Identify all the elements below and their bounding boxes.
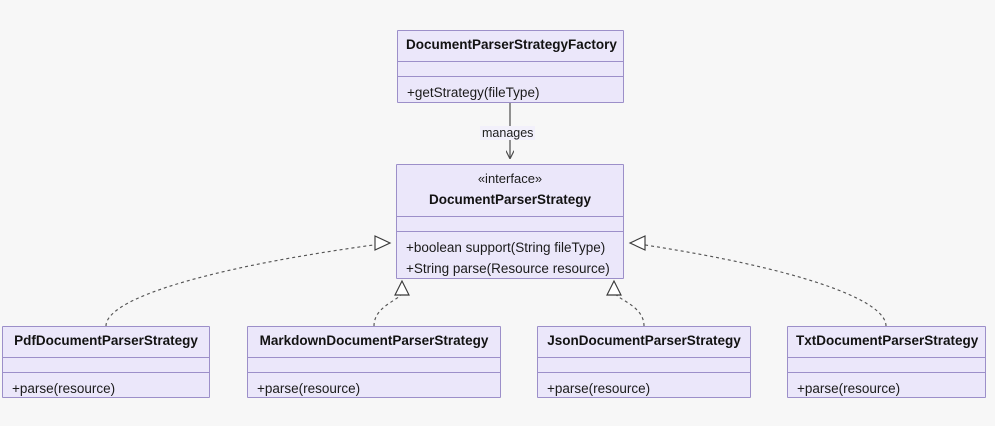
class-attributes-pdf: [3, 358, 209, 373]
operation-get-strategy: +getStrategy(fileType): [407, 84, 540, 100]
class-operations-markdown: +parse(resource): [248, 373, 500, 407]
edge-txt-implements: [628, 235, 887, 327]
operation-parse-markdown: +parse(resource): [257, 380, 361, 396]
class-attributes-txt: [788, 358, 985, 373]
class-name-markdown: MarkdownDocumentParserStrategy: [248, 327, 500, 358]
class-operations-json: +parse(resource): [538, 373, 750, 407]
class-attributes-markdown: [248, 358, 500, 373]
class-node-document-parser-strategy-factory[interactable]: DocumentParserStrategyFactory +getStrate…: [397, 30, 624, 103]
class-attributes-json: [538, 358, 750, 373]
edge-pdf-implements: [105, 235, 392, 327]
class-node-json-document-parser-strategy[interactable]: JsonDocumentParserStrategy +parse(resour…: [537, 326, 751, 398]
class-node-pdf-document-parser-strategy[interactable]: PdfDocumentParserStrategy +parse(resourc…: [2, 326, 210, 398]
operation-parse-pdf: +parse(resource): [12, 380, 116, 396]
class-attributes-interface: [397, 217, 623, 233]
class-attributes-factory: [398, 62, 623, 77]
operation-parse-json: +parse(resource): [547, 380, 651, 396]
class-name-interface: «interface» DocumentParserStrategy: [397, 165, 623, 218]
class-stereotype-interface: «interface»: [477, 171, 543, 186]
operation-support: +boolean support(String fileType): [406, 240, 606, 256]
edge-json-implements: [606, 279, 645, 327]
class-operations-factory: +getStrategy(fileType): [398, 77, 623, 111]
class-node-txt-document-parser-strategy[interactable]: TxtDocumentParserStrategy +parse(resourc…: [787, 326, 986, 398]
class-operations-txt: +parse(resource): [788, 373, 985, 407]
class-operations-interface: +boolean support(String fileType) +Strin…: [397, 232, 623, 286]
operation-parse-txt: +parse(resource): [797, 380, 901, 396]
class-operations-pdf: +parse(resource): [3, 373, 209, 407]
class-name-txt: TxtDocumentParserStrategy: [788, 327, 985, 358]
class-node-document-parser-strategy-interface[interactable]: «interface» DocumentParserStrategy +bool…: [396, 164, 624, 279]
operation-parse-interface: +String parse(Resource resource): [406, 260, 610, 276]
class-name-pdf: PdfDocumentParserStrategy: [3, 327, 209, 358]
class-node-markdown-document-parser-strategy[interactable]: MarkdownDocumentParserStrategy +parse(re…: [247, 326, 501, 398]
edge-label-manages: manages: [480, 126, 536, 140]
class-name-factory: DocumentParserStrategyFactory: [398, 31, 623, 62]
class-name-json: JsonDocumentParserStrategy: [538, 327, 750, 358]
edge-markdown-implements: [373, 279, 410, 327]
class-title-interface: DocumentParserStrategy: [428, 192, 592, 208]
